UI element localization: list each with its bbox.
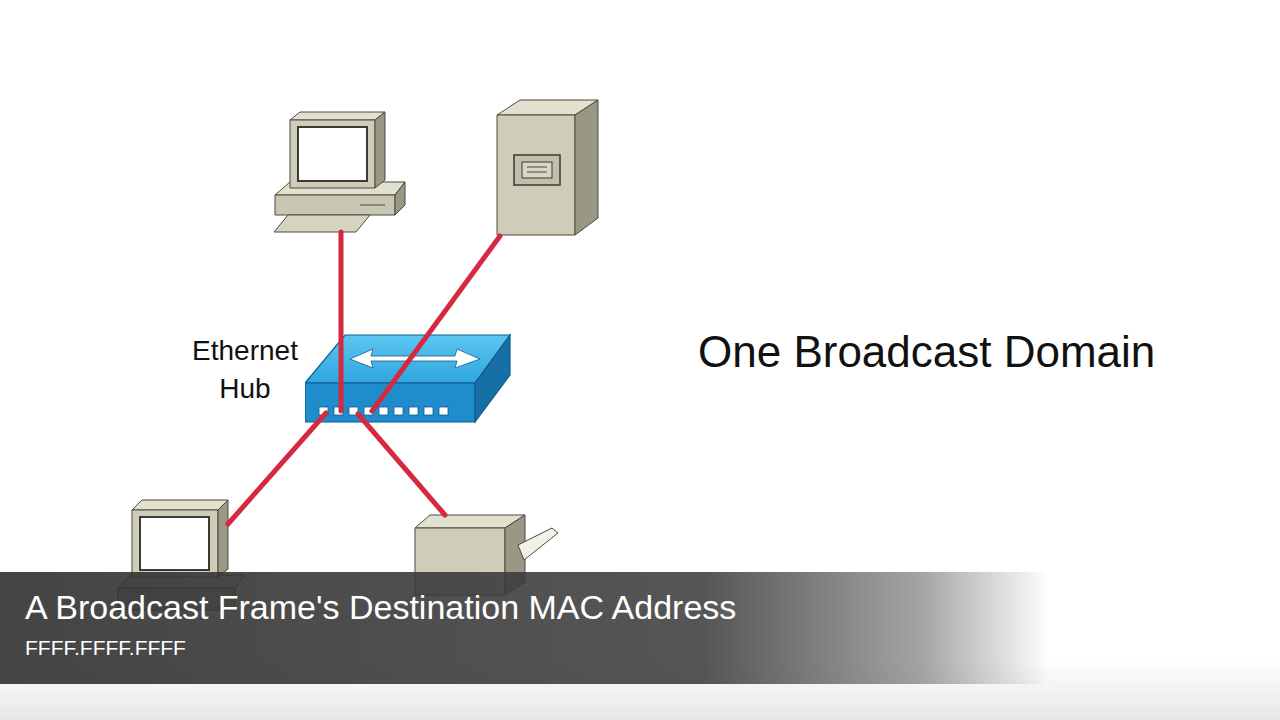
ethernet-cable bbox=[372, 236, 500, 411]
caption-band: A Broadcast Frame's Destination MAC Addr… bbox=[0, 572, 1280, 684]
workstation-icon bbox=[274, 112, 405, 232]
domain-label: One Broadcast Domain bbox=[698, 326, 1155, 379]
caption-value: FFFF.FFFF.FFFF bbox=[25, 634, 1025, 662]
ethernet-hub: Ethernet Hub bbox=[305, 330, 515, 425]
ethernet-cable bbox=[228, 413, 326, 524]
caption-heading: A Broadcast Frame's Destination MAC Addr… bbox=[25, 586, 1025, 628]
hub-shape bbox=[305, 330, 515, 425]
ethernet-cable bbox=[339, 232, 344, 411]
workstation-icon bbox=[118, 500, 245, 610]
node-label: Ethernet Hub bbox=[180, 332, 310, 408]
floor-shade bbox=[0, 660, 1280, 720]
server-icon bbox=[497, 100, 598, 235]
printer-icon bbox=[415, 515, 558, 595]
ethernet-cable bbox=[358, 414, 445, 515]
